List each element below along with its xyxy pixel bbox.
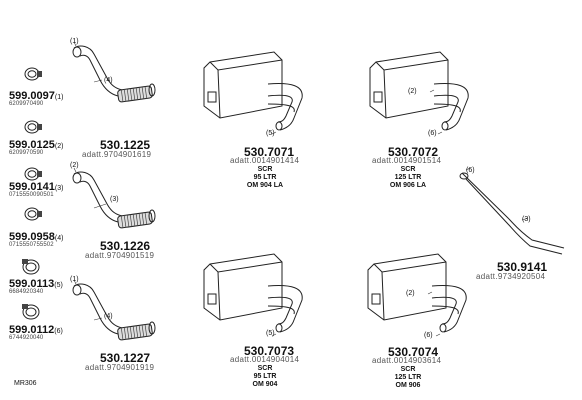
pipe-reference: adatt.9704901919 — [85, 363, 155, 372]
callout-label: (5) — [266, 130, 275, 137]
clamp-reference: 6744920040 — [9, 335, 44, 341]
silencer-drawing — [369, 51, 469, 135]
clamp-reference: 6684920340 — [9, 289, 44, 295]
clamp-icon — [24, 67, 42, 81]
callout-label: (1) — [70, 276, 79, 283]
callout-label: (3) — [522, 216, 531, 223]
callout-label: (6) — [428, 130, 437, 137]
pipe-reference: adatt.9704901619 — [82, 150, 152, 159]
flex-pipe-drawing — [72, 279, 156, 341]
clamp-part-number: 599.0112(6) — [9, 324, 63, 336]
clamp-reference: 0715550090501 — [9, 192, 54, 198]
silencer-drawing — [203, 253, 303, 337]
callout-label: (2) — [70, 162, 79, 169]
silencer-reference: adatt.0014904014 — [230, 355, 300, 364]
tailpipe-part-number: 530.9141 — [497, 260, 548, 274]
flex-pipe-drawing — [72, 41, 156, 103]
callout-label: (2) — [408, 88, 417, 95]
clamp-part-number: 599.0141(3) — [9, 181, 64, 193]
flex-pipe-drawing — [72, 167, 156, 229]
callout-label: (6) — [424, 332, 433, 339]
callout-label: (4) — [104, 313, 113, 320]
clamp-reference: 6209970490 — [9, 101, 44, 107]
callout-label: (4) — [104, 77, 113, 84]
silencer-drawing — [203, 51, 303, 135]
clamp-icon — [24, 120, 42, 134]
pipe-part-number: 530.1227 — [100, 351, 151, 365]
silencer-part-number: 530.7074 — [388, 345, 439, 359]
clamp-icon — [22, 304, 40, 320]
pipe-reference: adatt.9704901519 — [85, 251, 155, 260]
silencer-reference: adatt.0014901514 — [372, 156, 442, 165]
clamp-part-number: 599.0097(1) — [9, 90, 64, 102]
clamp-icon — [24, 167, 42, 181]
clamp-icon — [22, 259, 40, 275]
clamp-reference: 0715550755502 — [9, 242, 54, 248]
callout-label: (1) — [70, 38, 79, 45]
silencer-drawing — [367, 253, 467, 337]
callout-label: (2) — [406, 290, 415, 297]
tailpipe-reference: adatt.9734920504 — [476, 272, 546, 281]
clamp-part-number: 599.0113(5) — [9, 278, 63, 290]
callout-label: (6) — [466, 167, 475, 174]
silencer-part-number: 530.7071 — [244, 145, 295, 159]
diagram-id: MR306 — [14, 380, 37, 387]
callout-label: (3) — [110, 196, 119, 203]
silencer-part-number: 530.7072 — [388, 145, 439, 159]
clamp-part-number: 599.0958(4) — [9, 231, 64, 243]
pipe-part-number: 530.1226 — [100, 239, 151, 253]
silencer-reference: adatt.0014903614 — [372, 356, 442, 365]
clamp-icon — [24, 207, 42, 221]
pipe-part-number: 530.1225 — [100, 138, 151, 152]
clamp-part-number: 599.0125(2) — [9, 139, 64, 151]
callout-label: (5) — [266, 330, 275, 337]
clamp-reference: 6209970590 — [9, 150, 44, 156]
silencer-reference: adatt.0014901414 — [230, 156, 300, 165]
silencer-part-number: 530.7073 — [244, 344, 295, 358]
tailpipe-drawing — [459, 167, 565, 255]
